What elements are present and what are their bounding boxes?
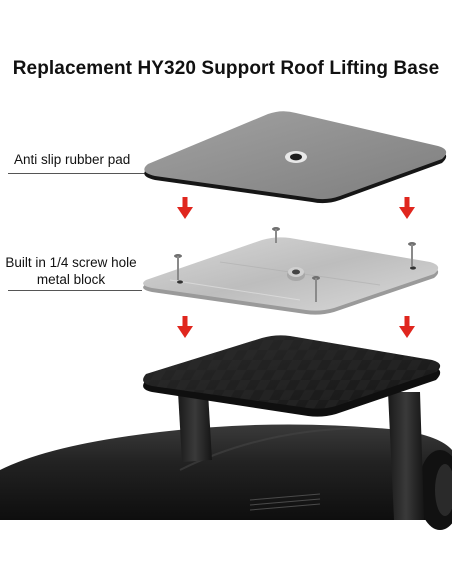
down-arrow-icon	[177, 316, 193, 338]
metal-plate	[143, 237, 439, 315]
screw-icon	[174, 254, 183, 284]
metal-block-label-underline	[8, 290, 142, 291]
screw-icon	[312, 276, 320, 302]
screw-icon	[272, 227, 280, 243]
down-arrow-icon	[399, 316, 415, 338]
screw-icon	[408, 242, 416, 270]
metal-block-label-line1: Built in 1/4 screw hole	[5, 255, 137, 270]
down-arrow-icon	[177, 197, 193, 219]
metal-block-label: Built in 1/4 screw hole metal block	[4, 254, 138, 288]
down-arrow-icon	[399, 197, 415, 219]
rubber-pad-label: Anti slip rubber pad	[14, 152, 131, 167]
page-title: Replacement HY320 Support Roof Lifting B…	[12, 58, 440, 79]
rubber-pad	[144, 111, 447, 204]
projector	[0, 335, 452, 530]
rubber-pad-label-underline	[8, 173, 146, 174]
metal-block-label-line2: metal block	[36, 272, 106, 287]
